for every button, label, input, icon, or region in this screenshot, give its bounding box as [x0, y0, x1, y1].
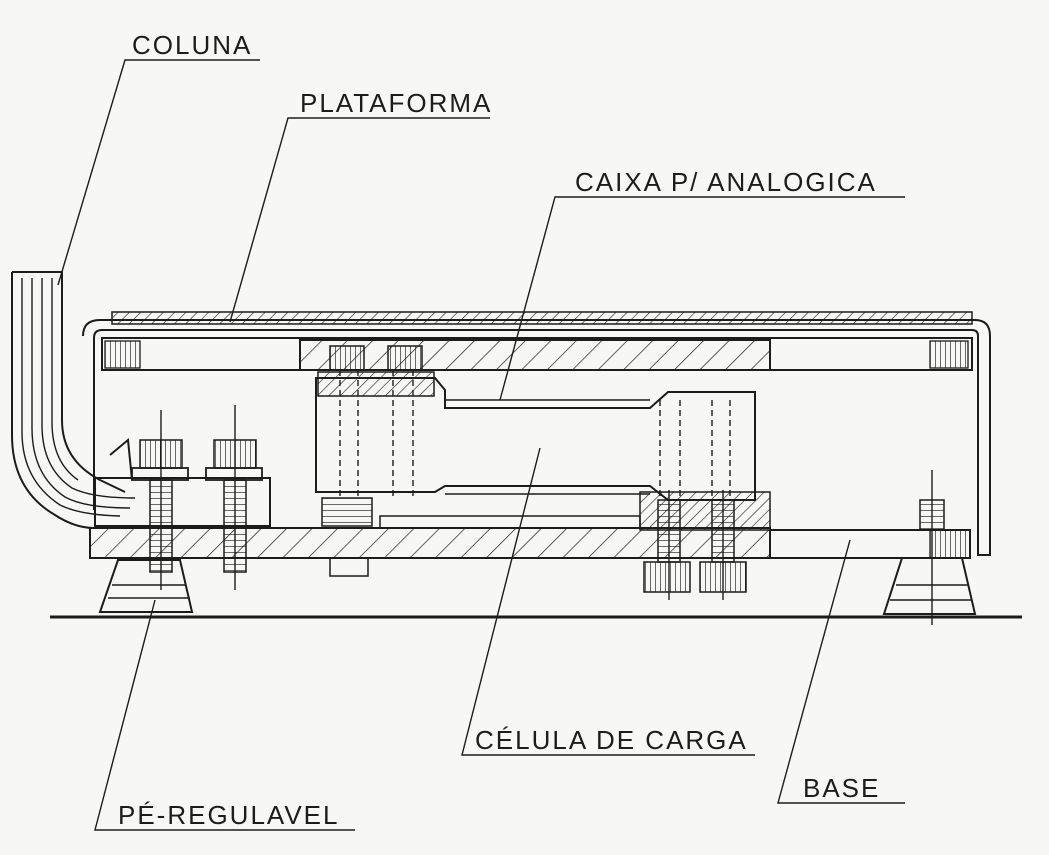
base-plate [89, 477, 971, 577]
left-bolts [131, 405, 263, 590]
leader-plataforma [229, 117, 490, 323]
label-coluna: COLUNA [132, 30, 252, 60]
label-celula: CÉLULA DE CARGA [475, 725, 748, 755]
leader-pe [94, 599, 355, 831]
load-cell [315, 370, 756, 501]
leader-celula [461, 447, 755, 756]
right-bolts [643, 490, 747, 600]
housing [82, 311, 991, 556]
label-plataforma: PLATAFORMA [300, 88, 492, 118]
leader-base [777, 539, 905, 804]
label-base: BASE [803, 773, 880, 803]
leader-caixa [499, 196, 905, 401]
top-bolts [329, 345, 423, 371]
adjustable-feet [98, 470, 977, 625]
column-tube [11, 271, 136, 529]
leader-coluna [57, 59, 260, 286]
label-pe: PÉ-REGULAVEL [118, 800, 339, 830]
platform [101, 337, 973, 371]
label-caixa: CAIXA P/ ANALOGICA [575, 167, 877, 197]
leader-lines [57, 59, 905, 831]
